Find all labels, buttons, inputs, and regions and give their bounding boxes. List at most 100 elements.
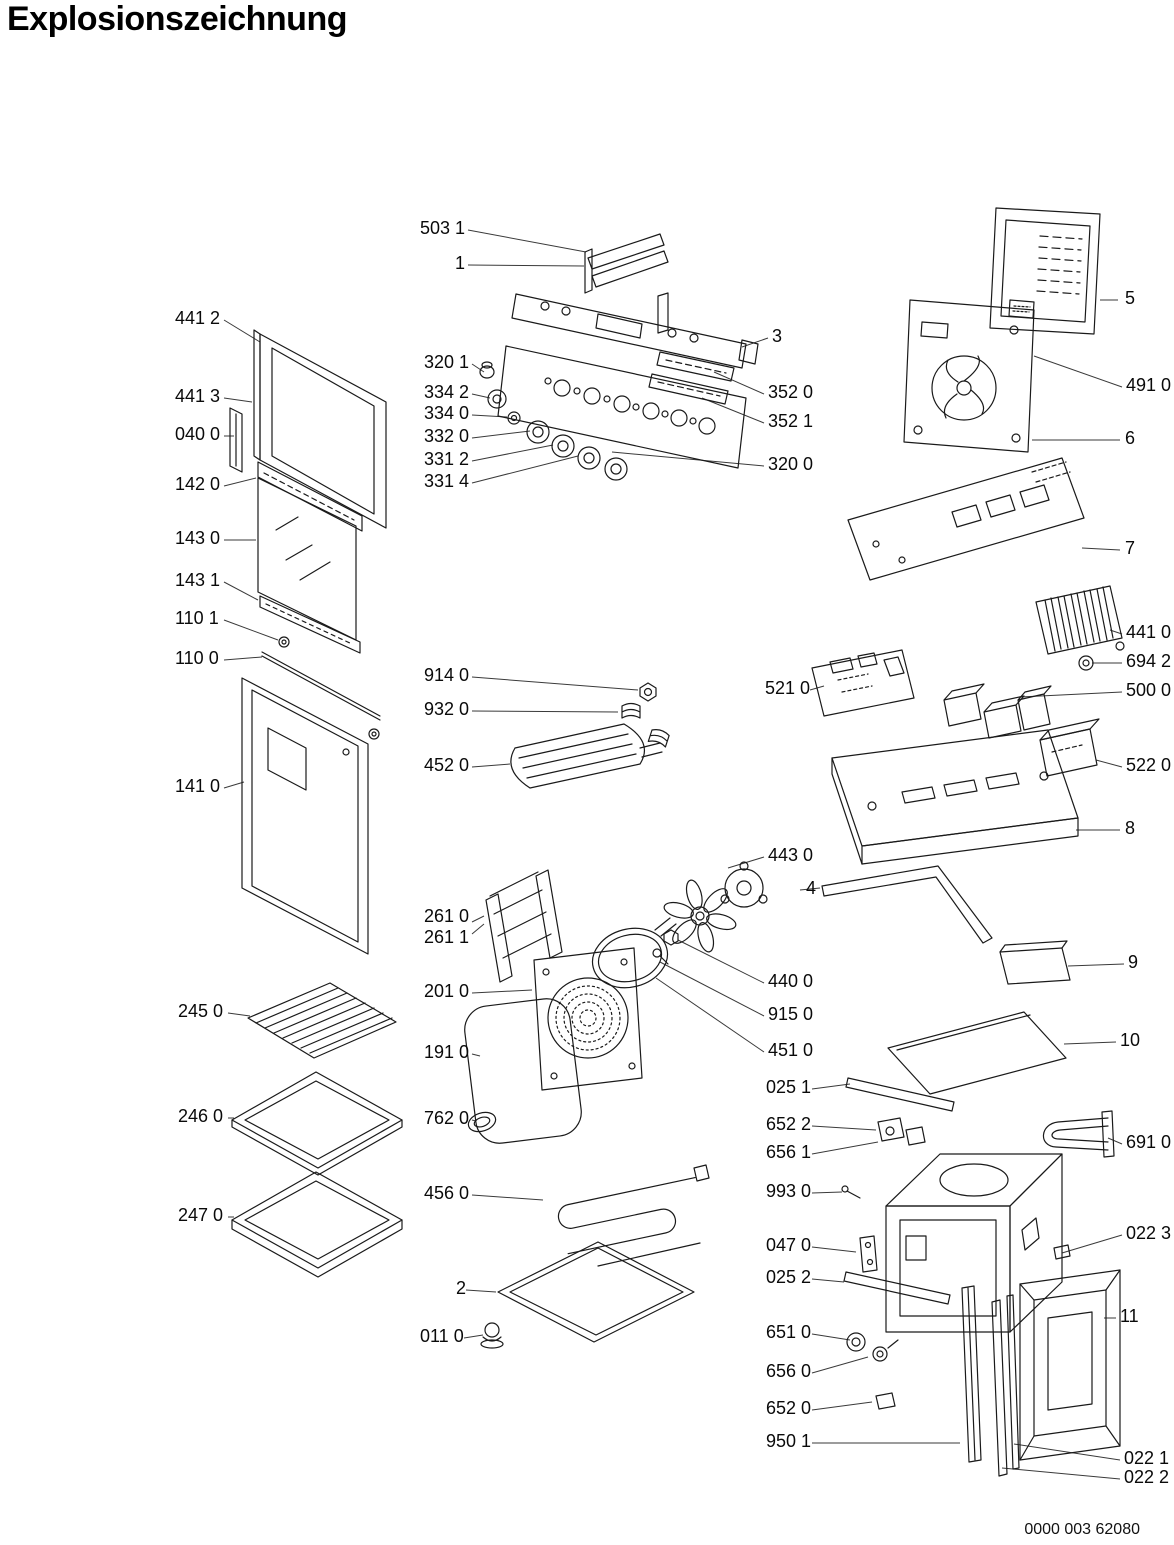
part-lamp-cover-652 xyxy=(876,1393,895,1409)
part-label-011-0: 011 0 xyxy=(420,1326,464,1346)
part-label-915-0: 915 0 xyxy=(768,1004,814,1024)
part-label-993-0: 993 0 xyxy=(766,1181,812,1201)
part-label-6: 6 xyxy=(1125,428,1136,448)
part-label-656-0: 656 0 xyxy=(766,1361,812,1381)
part-label-040-0: 040 0 xyxy=(175,424,221,444)
part-label-261-0: 261 0 xyxy=(424,906,470,926)
part-clip-110-1 xyxy=(279,637,289,647)
part-label-142-0: 142 0 xyxy=(175,474,221,494)
part-heating-element-456 xyxy=(556,1165,709,1266)
part-back-panel-5 xyxy=(990,208,1100,334)
part-label-025-2: 025 2 xyxy=(766,1267,812,1287)
part-label-191-0: 191 0 xyxy=(424,1042,470,1062)
part-button-strips-352 xyxy=(649,352,734,404)
part-module-522 xyxy=(1040,719,1099,776)
part-cover-7 xyxy=(848,458,1084,580)
part-label-652-0: 652 0 xyxy=(766,1398,812,1418)
part-bracket-022-3 xyxy=(1054,1245,1070,1259)
part-ring-762 xyxy=(466,1109,498,1135)
part-label-652-2: 652 2 xyxy=(766,1114,812,1134)
leader-lines xyxy=(224,230,1124,1479)
part-label-320-1: 320 1 xyxy=(424,352,470,372)
part-label-3: 3 xyxy=(772,326,783,346)
part-label-451-0: 451 0 xyxy=(768,1040,814,1060)
part-label-245-0: 245 0 xyxy=(178,1001,224,1021)
part-label-762-0: 762 0 xyxy=(424,1108,470,1128)
part-rail-025-1 xyxy=(846,1078,954,1111)
part-label-332-0: 332 0 xyxy=(424,426,470,446)
part-label-025-1: 025 1 xyxy=(766,1077,812,1097)
part-label-452-0: 452 0 xyxy=(424,755,470,775)
part-label-247-0: 247 0 xyxy=(178,1205,224,1225)
part-control-fascia xyxy=(498,346,746,468)
part-wire-rack-245 xyxy=(248,983,396,1058)
part-inner-door-panel-11 xyxy=(1020,1270,1120,1460)
part-label-246-0: 246 0 xyxy=(178,1106,224,1126)
part-label-022-3: 022 3 xyxy=(1126,1223,1172,1243)
part-label-334-0: 334 0 xyxy=(424,403,470,423)
part-screw-993 xyxy=(842,1186,860,1198)
part-label-440-0: 440 0 xyxy=(768,971,814,991)
part-strip-040 xyxy=(230,408,242,472)
part-strip-950 xyxy=(962,1286,981,1462)
part-label-9: 9 xyxy=(1128,952,1139,972)
part-deep-tray-247 xyxy=(232,1172,402,1277)
part-label-950-1: 950 1 xyxy=(766,1431,812,1451)
part-baking-tray-246 xyxy=(232,1072,402,1175)
part-label-352-0: 352 0 xyxy=(768,382,814,402)
part-knobs xyxy=(480,362,627,480)
part-label-914-0: 914 0 xyxy=(424,665,470,685)
part-door-strips-022 xyxy=(992,1295,1019,1476)
part-tray-9 xyxy=(1000,941,1070,984)
part-hinge-047 xyxy=(860,1236,877,1272)
part-label-331-2: 331 2 xyxy=(424,449,470,469)
part-label-11: 11 xyxy=(1120,1306,1139,1326)
part-bottom-panel xyxy=(498,1242,694,1342)
part-label-022-2: 022 2 xyxy=(1124,1467,1170,1487)
part-label-521-0: 521 0 xyxy=(765,678,811,698)
part-label-022-1: 022 1 xyxy=(1124,1448,1170,1468)
part-fan-blade-443 xyxy=(662,862,767,954)
parts-artwork xyxy=(230,208,1124,1476)
part-rack-rails-261 xyxy=(486,870,562,982)
part-panel-10 xyxy=(888,1012,1066,1094)
part-chassis-8 xyxy=(832,730,1078,864)
part-label-694-2: 694 2 xyxy=(1126,651,1172,671)
part-label-261-1: 261 1 xyxy=(424,927,470,947)
part-label-441-0: 441 0 xyxy=(1126,622,1172,642)
part-label-7: 7 xyxy=(1125,538,1136,558)
part-label-691-0: 691 0 xyxy=(1126,1132,1172,1152)
part-springs-932 xyxy=(622,704,670,747)
part-vent-strip-142 xyxy=(258,462,362,531)
part-top-trim-503 xyxy=(585,234,668,333)
part-oven-cavity xyxy=(886,1154,1062,1332)
part-label-047-0: 047 0 xyxy=(766,1235,812,1255)
part-label-320-0: 320 0 xyxy=(768,454,814,474)
part-bracket-4 xyxy=(822,866,992,943)
part-knob-694 xyxy=(1079,656,1093,670)
doc-number: 0000 003 62080 xyxy=(1024,1521,1140,1538)
part-label-334-2: 334 2 xyxy=(424,382,470,402)
part-label-8: 8 xyxy=(1125,818,1136,838)
part-control-board-521 xyxy=(812,650,914,716)
part-label-10: 10 xyxy=(1120,1030,1141,1050)
part-label-331-4: 331 4 xyxy=(424,471,470,491)
part-grill-element-452 xyxy=(511,724,662,788)
part-label-522-0: 522 0 xyxy=(1126,755,1172,775)
part-label-141-0: 141 0 xyxy=(175,776,221,796)
part-label-491-0: 491 0 xyxy=(1126,375,1172,395)
part-tube-heater-691 xyxy=(1043,1111,1114,1157)
part-label-503-1: 503 1 xyxy=(420,218,466,238)
part-label-443-0: 443 0 xyxy=(768,845,814,865)
page-title: Explosionszeichnung xyxy=(7,0,347,38)
part-switches-652-656 xyxy=(878,1118,925,1145)
part-foot-011 xyxy=(481,1323,503,1348)
part-label-201-0: 201 0 xyxy=(424,981,470,1001)
part-label-656-1: 656 1 xyxy=(766,1142,812,1162)
part-label-110-1: 110 1 xyxy=(175,608,219,628)
part-lamp-651-656 xyxy=(847,1333,898,1361)
part-label-500-0: 500 0 xyxy=(1126,680,1172,700)
part-rod-110-0 xyxy=(262,652,380,739)
